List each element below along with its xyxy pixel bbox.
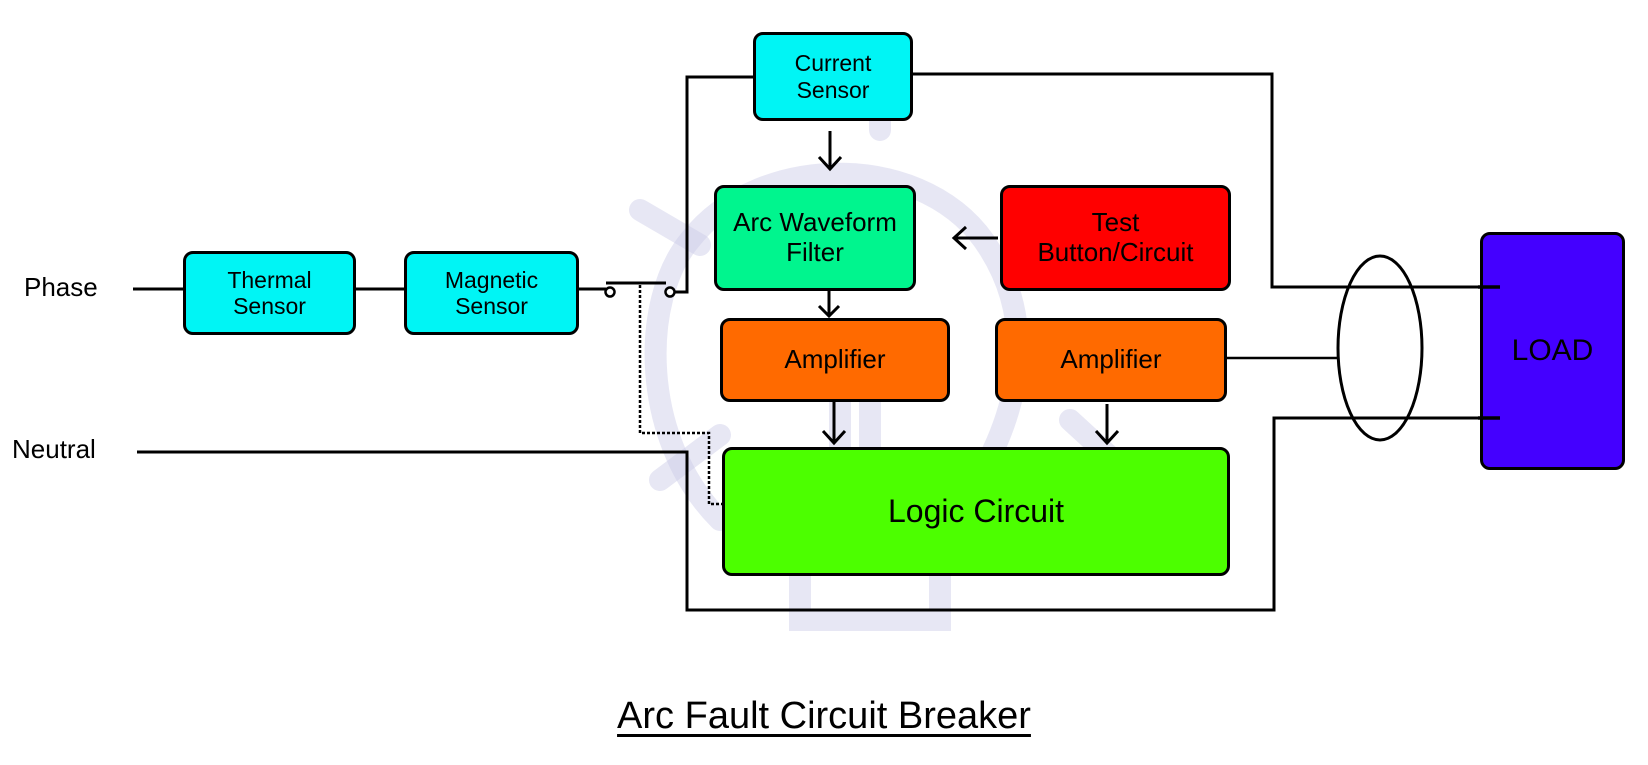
differential-transformer [1336, 254, 1424, 442]
breaker-switch [604, 281, 676, 298]
current-load-wire [912, 72, 1500, 289]
diagram-title: Arc Fault Circuit Breaker [617, 695, 1031, 737]
magnetic-sensor-line2: Sensor [455, 293, 528, 319]
thermal-sensor-line2: Sensor [233, 293, 306, 319]
arc-waveform-filter-block: Arc Waveform Filter [714, 185, 916, 291]
arrow-filter-to-amplifier [817, 290, 841, 319]
magnetic-sensor-block: Magnetic Sensor [404, 251, 579, 335]
test-button-line1: Test [1091, 207, 1140, 238]
arc-filter-line2: Filter [786, 237, 844, 267]
neutral-label: Neutral [12, 434, 96, 464]
phase-label: Phase [24, 272, 98, 302]
arrow-current-to-filter [817, 131, 843, 172]
magnetic-sensor-line1: Magnetic [444, 266, 539, 293]
amplifier-left-block: Amplifier [720, 318, 950, 402]
thermal-sensor-block: Thermal Sensor [183, 251, 356, 335]
arrow-amplifier-right-to-logic [1094, 404, 1120, 446]
switch-current-wire [674, 75, 755, 294]
neutral-wire [137, 416, 1500, 612]
load-block: LOAD [1480, 232, 1625, 470]
arrow-test-to-filter [951, 225, 998, 251]
logic-circuit-label: Logic Circuit [887, 493, 1065, 530]
thermal-sensor-line1: Thermal [227, 266, 312, 293]
logic-circuit-block: Logic Circuit [722, 447, 1230, 576]
current-sensor-block: Current Sensor [753, 32, 913, 121]
amplifier-right-block: Amplifier [995, 318, 1227, 402]
amplifier-right-label: Amplifier [1060, 344, 1162, 375]
current-sensor-line2: Sensor [796, 76, 870, 103]
test-button-circuit-block: Test Button/Circuit [1000, 185, 1231, 291]
switch-contact-left [604, 286, 616, 298]
arc-filter-line1: Arc Waveform [733, 207, 897, 238]
test-button-line2: Button/Circuit [1037, 237, 1194, 267]
arrow-amplifier-left-to-logic [821, 402, 847, 446]
amplifier-left-label: Amplifier [784, 344, 886, 375]
switch-contact-right [664, 286, 676, 298]
trip-link-dotted [638, 285, 726, 506]
current-sensor-line1: Current [794, 50, 872, 77]
load-label: LOAD [1511, 333, 1594, 367]
